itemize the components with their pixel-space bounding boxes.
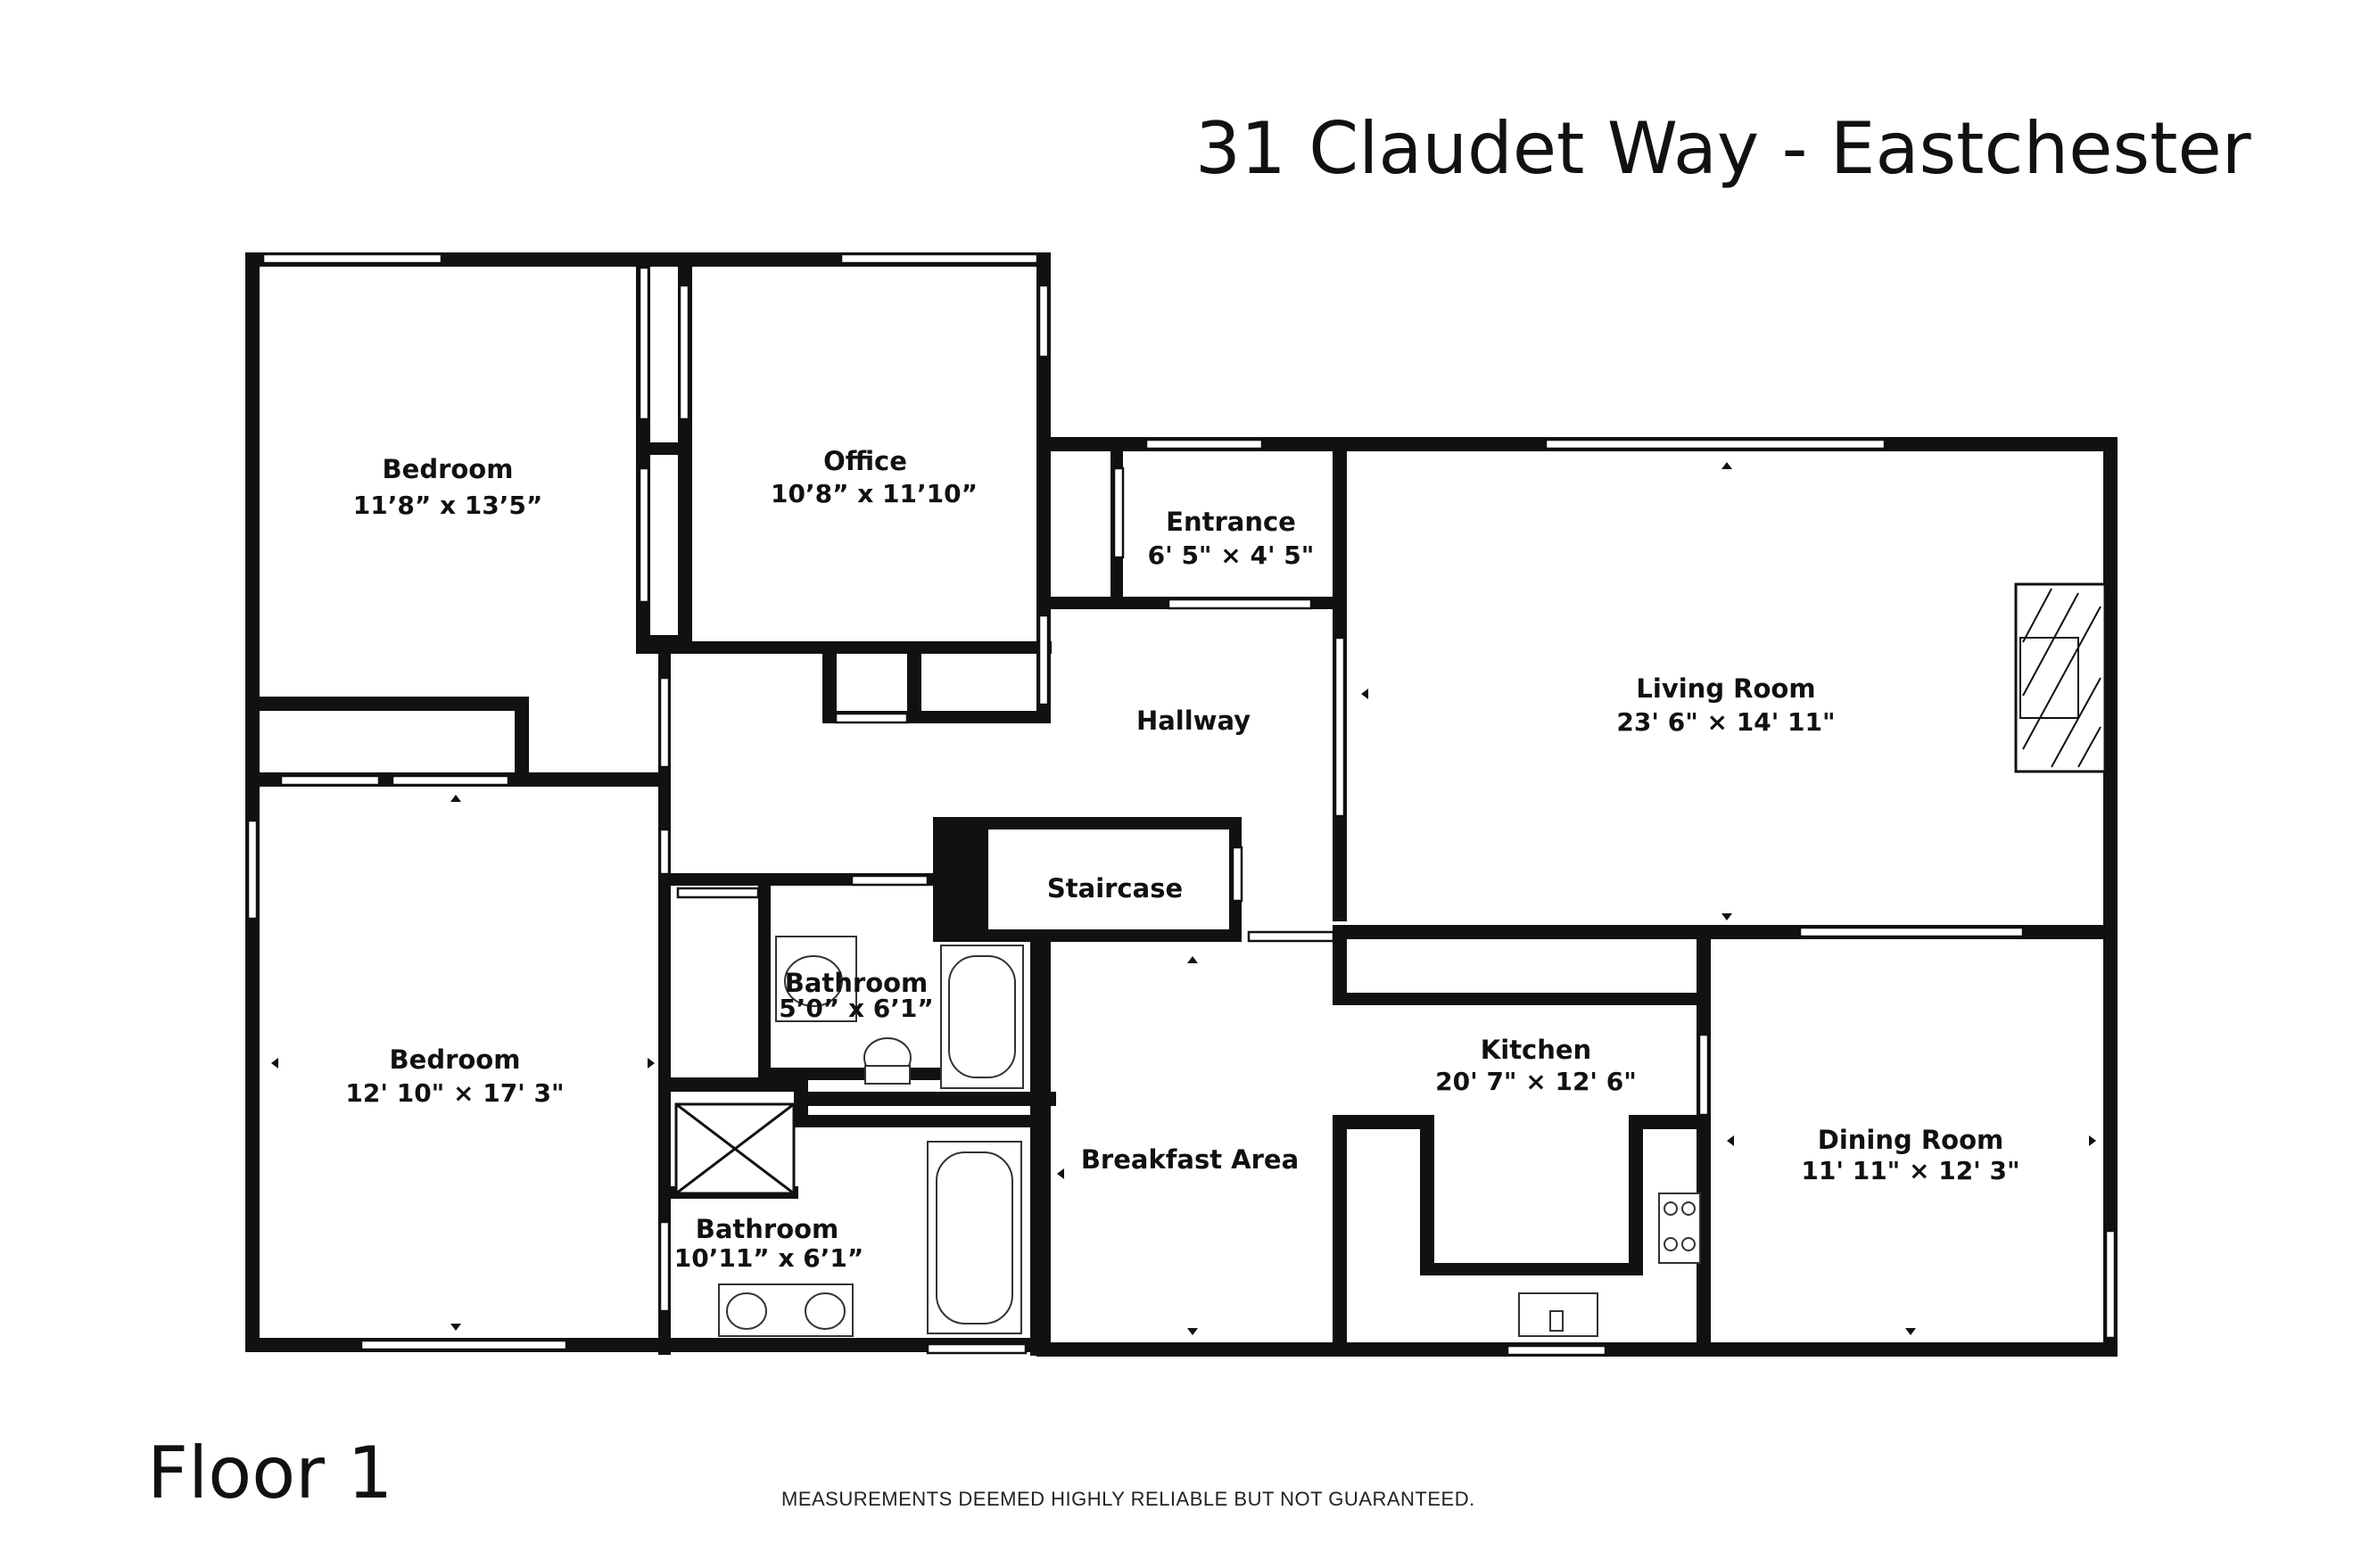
room-dims-bathroom-large: 10’11” x 6’1” [674, 1243, 864, 1273]
room-label-hallway: Hallway [1136, 706, 1251, 736]
room-labels: Bedroom 11’8” x 13’5” Office 10’8” x 11’… [345, 446, 2019, 1273]
exterior-walls [245, 252, 2118, 1357]
room-label-bathroom-large: Bathroom [696, 1214, 839, 1244]
room-label-bedroom-sw: Bedroom [390, 1044, 521, 1075]
room-label-kitchen: Kitchen [1481, 1035, 1591, 1065]
closet-x [674, 1102, 796, 1195]
bathtub-large [927, 1141, 1022, 1334]
floor-label: Floor 1 [147, 1432, 393, 1514]
stove [1658, 1193, 1701, 1264]
windows [246, 252, 2117, 1357]
room-dims-entrance: 6' 5" × 4' 5" [1148, 541, 1315, 570]
kitchen-sink [1518, 1292, 1598, 1337]
room-dims-bedroom-sw: 12' 10" × 17' 3" [345, 1078, 564, 1108]
interior-walls [245, 252, 2118, 1357]
double-vanity [718, 1283, 854, 1337]
room-label-entrance: Entrance [1166, 507, 1296, 537]
property-address-title: 31 Claudet Way - Eastchester [1195, 107, 2251, 190]
room-dims-bathroom-small: 5’0” x 6’1” [779, 994, 934, 1023]
room-label-breakfast-area: Breakfast Area [1081, 1144, 1299, 1175]
sink-small [775, 936, 857, 1022]
fireplace [2014, 582, 2107, 773]
room-dims-office: 10’8” x 11’10” [771, 479, 978, 508]
room-dims-kitchen: 20' 7" × 12' 6" [1435, 1067, 1637, 1096]
room-label-bedroom-ne: Bedroom [383, 454, 514, 484]
room-dims-living-room: 23' 6" × 14' 11" [1616, 707, 1835, 737]
room-label-office: Office [823, 446, 907, 476]
dimension-markers [271, 462, 2096, 1335]
room-label-bathroom-small: Bathroom [785, 968, 929, 998]
bathtub-small [940, 945, 1024, 1089]
room-label-dining-room: Dining Room [1818, 1125, 2004, 1155]
room-label-staircase: Staircase [1047, 873, 1183, 904]
toilet-small [863, 1037, 912, 1085]
room-label-living-room: Living Room [1636, 673, 1815, 704]
room-dims-bedroom-ne: 11’8” x 13’5” [353, 491, 543, 520]
disclaimer-text: MEASUREMENTS DEEMED HIGHLY RELIABLE BUT … [781, 1488, 1475, 1510]
room-dims-dining-room: 11' 11" × 12' 3" [1801, 1156, 2019, 1185]
